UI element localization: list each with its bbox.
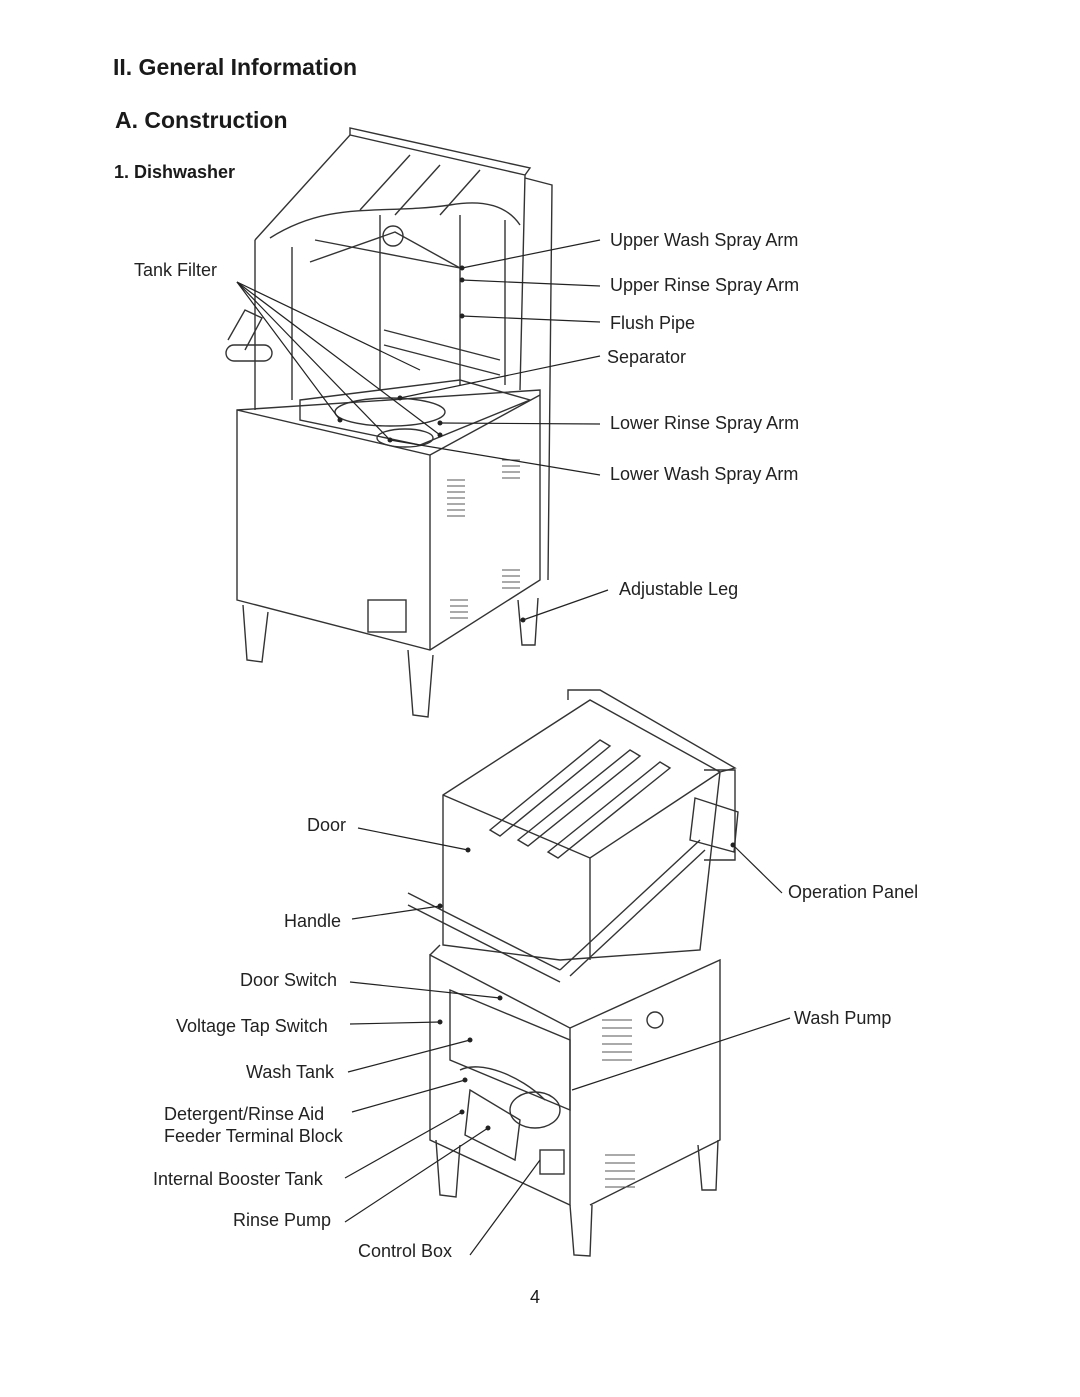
leader-lines [236,239,791,1256]
label-adjustable-leg: Adjustable Leg [619,579,739,599]
dishwasher-open-illustration [225,127,553,718]
label-wash-tank: Wash Tank [246,1062,335,1082]
label-upper-wash-spray-arm: Upper Wash Spray Arm [610,230,799,250]
dishwasher-closed-illustration [407,689,739,1257]
subsection-title: A. Construction [115,107,288,133]
section-title: II. General Information [113,54,358,80]
label-handle: Handle [284,911,342,931]
label-operation-panel: Operation Panel [788,882,919,902]
label-flush-pipe: Flush Pipe [610,313,696,333]
label-internal-booster-tank: Internal Booster Tank [153,1169,323,1189]
page-number: 4 [530,1287,541,1307]
label-control-box: Control Box [358,1241,453,1261]
label-door: Door [307,815,347,835]
label-upper-rinse-spray-arm: Upper Rinse Spray Arm [610,275,800,295]
label-voltage-tap-switch: Voltage Tap Switch [176,1016,328,1036]
leader-dots [337,265,736,1131]
label-lower-wash-spray-arm: Lower Wash Spray Arm [610,464,799,484]
label-lower-rinse-spray-arm: Lower Rinse Spray Arm [610,413,800,433]
item-title: 1. Dishwasher [114,162,236,182]
label-wash-pump: Wash Pump [794,1008,892,1028]
label-door-switch: Door Switch [240,970,338,990]
label-feeder-terminal-block: Feeder Terminal Block [164,1126,343,1146]
label-tank-filter: Tank Filter [134,260,218,280]
label-rinse-pump: Rinse Pump [233,1210,332,1230]
label-detergent-rinse-aid: Detergent/Rinse Aid [164,1104,325,1124]
label-separator: Separator [607,347,687,367]
